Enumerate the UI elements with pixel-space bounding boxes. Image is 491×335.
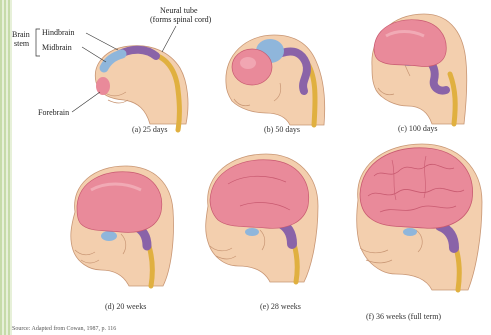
panel-25-days: Brain stem Hindbrain Midbrain Forebrain … [0, 0, 230, 140]
fetus-36-weeks-illustration [352, 140, 491, 330]
label-brain-stem-line2: stem [14, 39, 29, 48]
panel-100-days: (c) 100 days [362, 6, 490, 136]
panel-36-weeks: (f) 36 weeks (full term) [352, 140, 491, 330]
caption-100-days: (c) 100 days [398, 124, 438, 133]
label-forebrain: Forebrain [38, 108, 69, 117]
caption-20-weeks: (d) 20 weeks [105, 302, 146, 311]
fetus-28-weeks-illustration [200, 150, 330, 300]
caption-50-days: (b) 50 days [264, 125, 300, 134]
label-neural-tube-line1: Neural tube [160, 6, 198, 15]
caption-36-weeks: (f) 36 weeks (full term) [366, 312, 441, 321]
caption-25-days: (a) 25 days [132, 125, 168, 134]
label-neural-tube-line2: (forms spinal cord) [150, 15, 211, 24]
caption-28-weeks: (e) 28 weeks [260, 302, 301, 311]
label-hindbrain: Hindbrain [42, 28, 74, 37]
panel-28-weeks: (e) 28 weeks [200, 150, 330, 300]
embryo-100-days-illustration [362, 6, 490, 136]
label-midbrain: Midbrain [42, 43, 72, 52]
source-note: Source: Adapted from Cowan, 1987, p. 116 [12, 326, 116, 332]
panel-50-days: (b) 50 days [220, 25, 350, 135]
fetus-20-weeks-illustration [65, 160, 180, 300]
embryo-50-days-illustration [220, 25, 350, 135]
panel-20-weeks: (d) 20 weeks [65, 160, 180, 300]
label-brain-stem-line1: Brain [12, 30, 30, 39]
